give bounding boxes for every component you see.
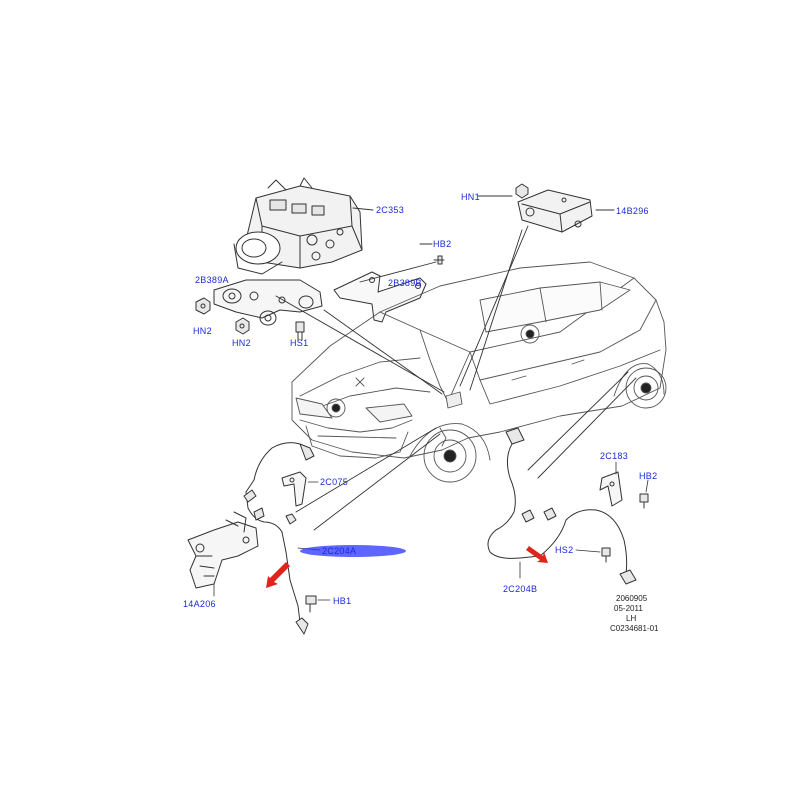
label-hb2-top: HB2 <box>433 239 452 249</box>
label-highlight-2c204a <box>300 545 406 557</box>
label-hn1: HN1 <box>461 192 480 202</box>
footer-ref: C0234681-01 <box>610 624 659 633</box>
label-hs1: HS1 <box>290 338 309 348</box>
bracket-2b389a <box>213 279 323 326</box>
label-2b389b: 2B389B <box>388 278 422 288</box>
vehicle-outline <box>291 261 667 483</box>
label-hn2-left: HN2 <box>193 326 212 336</box>
footer-code: 2060905 <box>616 594 648 603</box>
front-sensor-harness <box>187 442 331 635</box>
label-2c204b: 2C204B <box>503 584 538 594</box>
abs-modulator <box>233 177 363 275</box>
label-14a206: 14A206 <box>183 599 216 609</box>
label-2c353: 2C353 <box>376 205 405 215</box>
red-arrows <box>266 546 548 588</box>
label-hb1: HB1 <box>333 596 352 606</box>
footer-date: 05-2011 <box>614 604 643 613</box>
footer-side: LH <box>626 614 637 623</box>
bolt-hs1 <box>295 321 305 341</box>
rear-sensor-harness <box>487 427 649 585</box>
label-2c204a: 2C204A <box>322 546 357 556</box>
label-2b389a: 2B389A <box>195 275 229 285</box>
arrow-rear-sensor <box>526 546 548 563</box>
leader-lines <box>275 195 637 531</box>
arrow-front-sensor <box>266 562 290 588</box>
module-14b296 <box>517 189 593 233</box>
bolt-hb2-top <box>433 255 445 265</box>
label-2c075: 2C075 <box>320 477 349 487</box>
label-hb2-right: HB2 <box>639 471 658 481</box>
bracket-2b389b <box>333 271 427 323</box>
nut-hn2-left <box>195 297 211 315</box>
label-hs2: HS2 <box>555 545 574 555</box>
nut-hn2-mid <box>235 317 250 335</box>
label-2c183: 2C183 <box>600 451 629 461</box>
label-hn2-mid: HN2 <box>232 338 251 348</box>
label-14b296: 14B296 <box>616 206 649 216</box>
nut-hn1 <box>515 183 529 199</box>
